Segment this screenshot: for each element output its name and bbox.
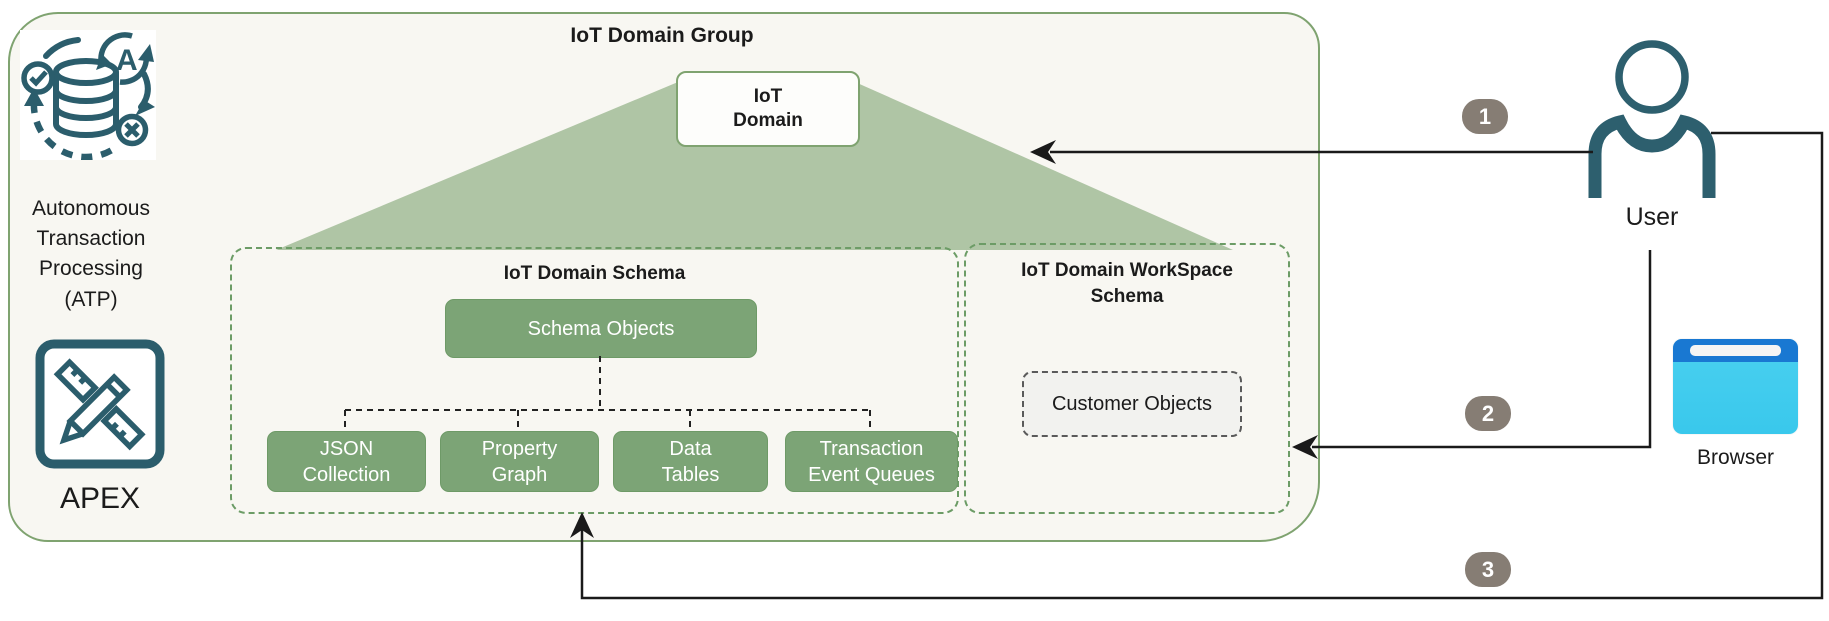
atp-label: Autonomous Transaction Processing	[32, 197, 150, 280]
iot-domain-workspace-title: IoT Domain WorkSpace Schema	[1021, 260, 1233, 307]
browser-icon-addressbar	[1690, 345, 1781, 356]
atp-database-icon: A	[20, 30, 156, 160]
json-collection-box: JSON Collection	[267, 431, 426, 492]
flow-badge-2: 2	[1465, 396, 1511, 431]
data-tables-box: Data Tables	[613, 431, 768, 492]
customer-objects-box: Customer Objects	[1022, 371, 1242, 437]
transaction-event-queues-box: Transaction Event Queues	[785, 431, 958, 492]
apex-label: APEX	[59, 482, 141, 515]
atp-icon-letter: A	[116, 44, 138, 77]
iot-domain-box: IoT Domain	[676, 71, 860, 147]
iot-domain-schema-title: IoT Domain Schema	[503, 263, 686, 284]
browser-icon	[1673, 339, 1798, 434]
flow-badge-1: 1	[1462, 99, 1508, 134]
property-graph-box: Property Graph	[440, 431, 599, 492]
user-label: User	[1625, 203, 1679, 231]
iot-domain-group-title: IoT Domain Group	[570, 24, 754, 47]
atp-abbreviation: (ATP)	[64, 288, 118, 311]
schema-objects-box: Schema Objects	[445, 299, 757, 358]
browser-label: Browser	[1696, 446, 1775, 469]
flow-badge-3: 3	[1465, 552, 1511, 587]
apex-pencil-ruler-icon	[35, 339, 165, 469]
user-icon	[1588, 40, 1716, 198]
